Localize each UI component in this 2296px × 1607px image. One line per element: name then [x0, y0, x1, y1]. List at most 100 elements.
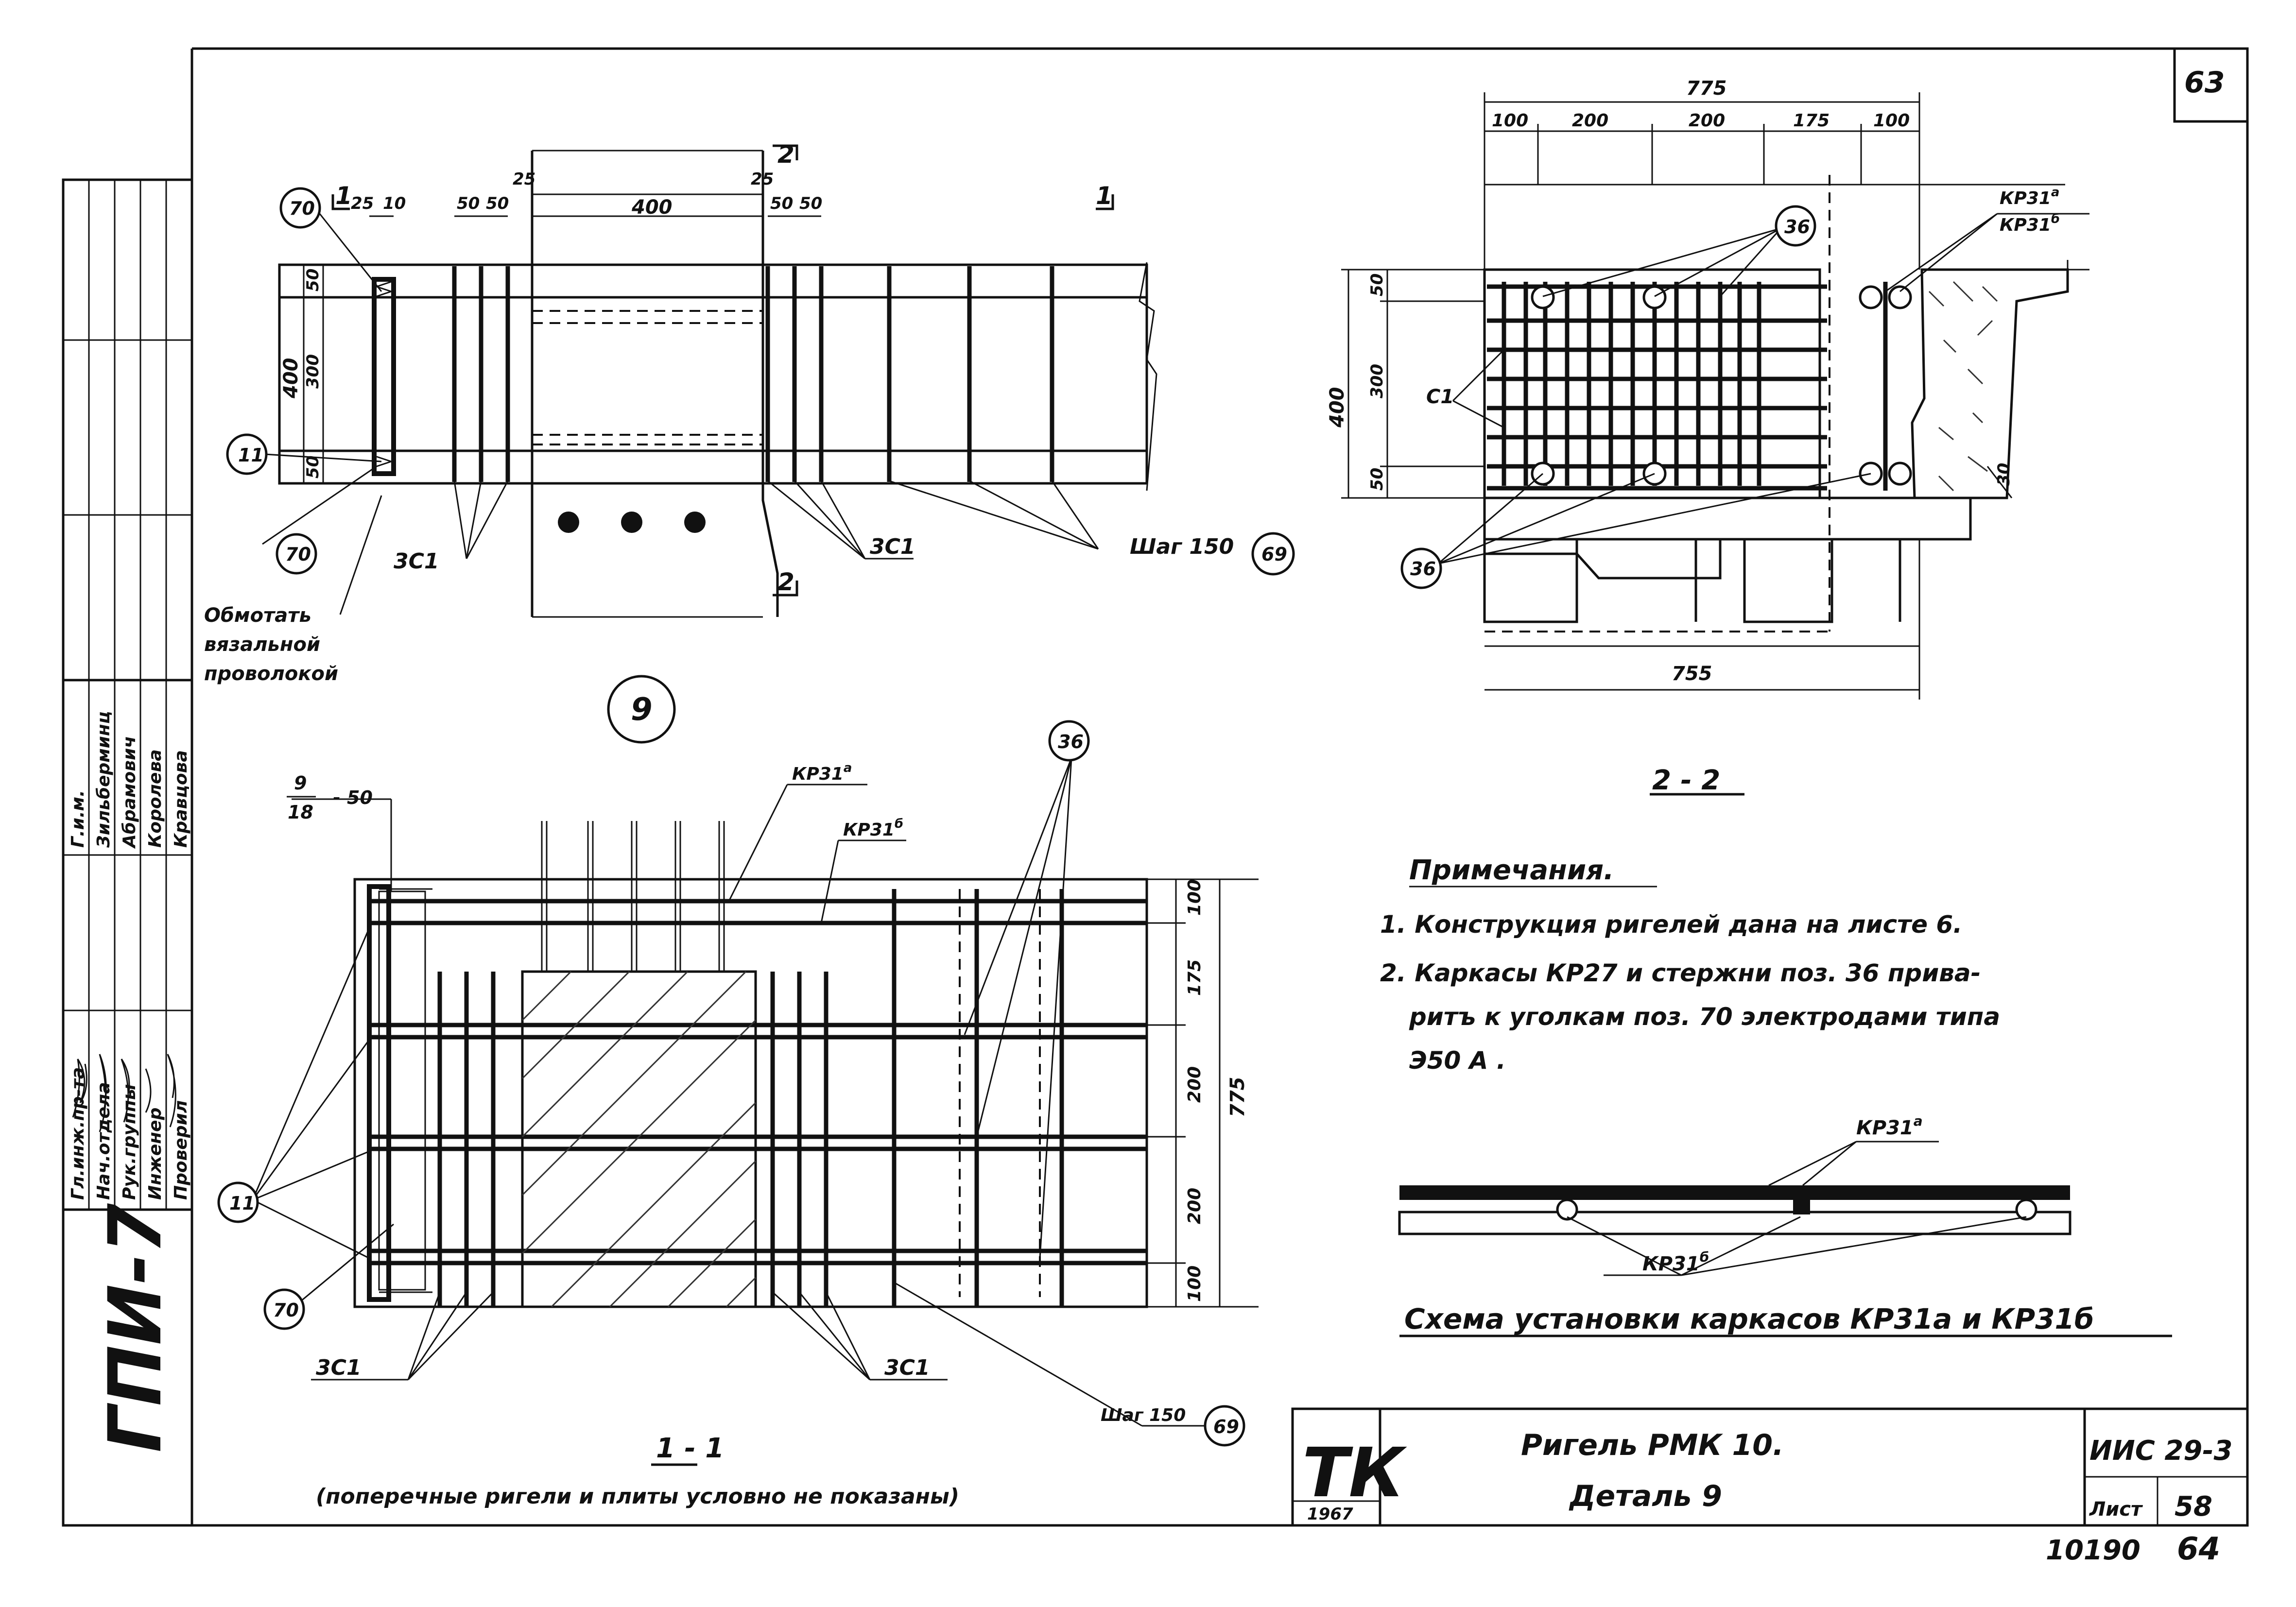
signatures — [72, 1054, 176, 1132]
sheet-mark: 63 — [2184, 66, 2225, 100]
approval-name: Зильберминц — [94, 711, 114, 848]
approval-name: Королева — [145, 749, 165, 848]
svg-text:36: 36 — [1410, 558, 1436, 580]
plan-label-step: Шаг 150 — [1130, 534, 1234, 559]
sec22-title: 2 - 2 — [1652, 765, 1720, 796]
svg-text:70: 70 — [285, 544, 311, 565]
plan-label-3c1-left: 3С1 — [394, 549, 439, 574]
sec22-label-kr31a: КР31а — [2000, 185, 2059, 208]
sec11-dim-775: 775 — [1226, 1077, 1249, 1118]
sec22-dim-200b: 200 — [1689, 111, 1725, 131]
svg-text:70: 70 — [273, 1299, 299, 1321]
section-2-2 — [1341, 92, 2089, 796]
series-code: ИИС 29-3 — [2089, 1435, 2232, 1467]
plan-dim-400: 400 — [631, 196, 673, 219]
plan-dim-50b: 50 — [486, 194, 509, 213]
installation-scheme — [1398, 1141, 2172, 1337]
sec11-dim-175: 175 — [1185, 959, 1205, 996]
sec22-dim-100b: 100 — [1873, 111, 1910, 131]
plan-dim-25b: 25 — [513, 170, 535, 189]
svg-text:36: 36 — [1058, 731, 1084, 752]
sec22-dim-300v: 300 — [1367, 364, 1387, 398]
sec11-dim-200a: 200 — [1185, 1066, 1205, 1103]
plan-dim-50v-top: 50 — [303, 269, 323, 291]
plan-dim-50d: 50 — [799, 194, 822, 213]
sec22-dim-175: 175 — [1793, 111, 1830, 131]
plan-dim-300v: 300 — [303, 354, 323, 389]
sec11-label-step: Шаг 150 — [1101, 1405, 1186, 1425]
tk-logo: ТК — [1302, 1434, 1407, 1513]
plan-dim-50a: 50 — [457, 194, 480, 213]
svg-text:11: 11 — [229, 1193, 255, 1214]
plan-dim-400v: 400 — [280, 358, 302, 399]
approval-name: Г.и.м. — [68, 790, 88, 848]
approval-row: Рук.группы Абрамович — [120, 736, 139, 1200]
sec11-dim-200b: 200 — [1185, 1188, 1205, 1224]
sec11-title: 1 - 1 — [656, 1433, 724, 1464]
sec22-label-c1: С1 — [1426, 386, 1454, 408]
section-1-1 — [252, 757, 1259, 1466]
note-wrap-3: проволокой — [204, 663, 338, 685]
plan-dim-50v-bot: 50 — [303, 456, 323, 479]
approval-row: Гл.инж.пр-та Г.и.м. — [68, 790, 88, 1200]
sec11-dim-100-bot: 100 — [1185, 1265, 1205, 1302]
section-mark-2-bottom: 2 — [777, 568, 794, 596]
sec11-subtitle: (поперечные ригели и плиты условно не по… — [316, 1484, 959, 1509]
sheet-number: 58 — [2175, 1491, 2212, 1522]
sec22-callout-36-top: 36 — [1775, 205, 1816, 247]
title-line-2: Деталь 9 — [1569, 1479, 1722, 1513]
notes-heading: Примечания. — [1409, 855, 1614, 886]
section-mark-1-left: 1 — [335, 182, 352, 210]
plan-dim-25a: 25 — [351, 194, 374, 213]
note-line-4: Э50 А . — [1409, 1046, 1506, 1075]
tk-year: 1967 — [1307, 1504, 1353, 1524]
sec11-callout-69: 69 — [1204, 1405, 1245, 1447]
scheme-caption: Схема установки каркасов КР31а и КР31б — [1404, 1302, 2094, 1335]
note-wrap-1: Обмотать — [204, 604, 311, 627]
detail-number: 9 — [607, 675, 676, 744]
approval-row: Инженер Королева — [145, 749, 165, 1200]
approval-role: Рук.группы — [120, 1084, 139, 1200]
section-mark-2-top: 2 — [777, 140, 794, 169]
note-line-3: ритъ к уголкам поз. 70 электродами типа — [1409, 1003, 2000, 1031]
sec11-label-kr31a: КР31а — [792, 761, 852, 784]
title-block — [1291, 1407, 2249, 1527]
sec11-callout-36: 36 — [1048, 720, 1090, 762]
svg-text:69: 69 — [1213, 1416, 1239, 1437]
svg-text:69: 69 — [1261, 544, 1287, 565]
plan-dim-10: 10 — [383, 194, 406, 213]
svg-text:36: 36 — [1784, 216, 1810, 238]
plan-dim-50c: 50 — [770, 194, 793, 213]
sec11-label-kr31b: КР31б — [843, 817, 903, 840]
callout-69: 69 — [1251, 532, 1295, 576]
callout-70-bottom: 70 — [276, 533, 317, 575]
svg-text:11: 11 — [238, 444, 264, 466]
sec11-label-3c1-right: 3С1 — [884, 1355, 930, 1380]
approval-role: Инженер — [145, 1108, 165, 1200]
note-wrap-2: вязальной — [204, 633, 320, 656]
section-mark-1-right: 1 — [1096, 182, 1113, 210]
note-line-2: 2. Каркасы КР27 и стержни поз. 36 прива- — [1380, 959, 1981, 987]
plan-view — [262, 144, 1157, 618]
note-line-1: 1. Конструкция ригелей дана на листе 6. — [1380, 910, 1962, 939]
side-stamp: ГПИ-7 — [93, 1203, 178, 1453]
svg-text:9: 9 — [631, 692, 653, 728]
sec11-callout-11: 11 — [217, 1181, 259, 1223]
approval-name: Кравцова — [171, 750, 191, 848]
sec22-dim-30: 30 — [1994, 463, 2014, 486]
sec11-callout-70: 70 — [263, 1288, 305, 1330]
sec11-fraction-bottom: 18 — [288, 802, 313, 823]
approval-role: Нач.отдела — [94, 1082, 114, 1200]
sec11-dim-100-top: 100 — [1185, 879, 1205, 916]
sec11-label-3c1-left: 3С1 — [316, 1355, 362, 1380]
sec11-fraction-suffix: - 50 — [333, 787, 373, 808]
svg-text:70: 70 — [289, 198, 315, 219]
sec22-dim-50v-top: 50 — [1367, 274, 1387, 296]
approval-row: Проверил Кравцова — [171, 750, 191, 1200]
approval-role: Проверил — [171, 1100, 191, 1200]
approval-name: Абрамович — [120, 736, 139, 849]
callout-11: 11 — [226, 433, 268, 475]
approval-strip — [62, 178, 193, 1527]
sec22-dim-400v: 400 — [1326, 387, 1348, 428]
